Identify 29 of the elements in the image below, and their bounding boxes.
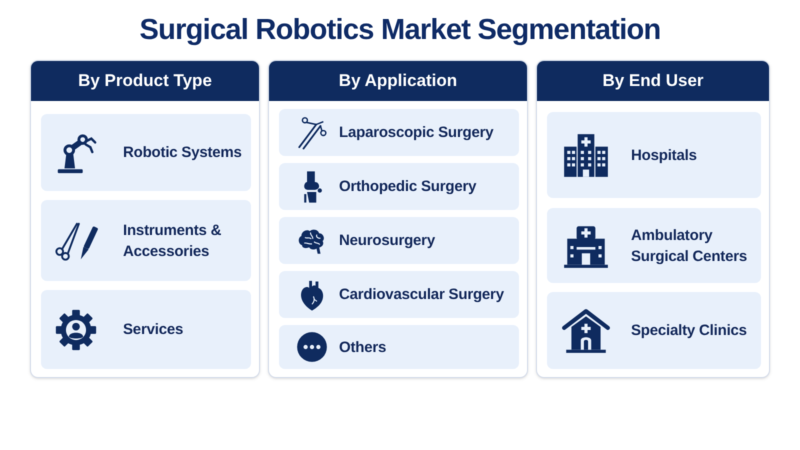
- segment-label: Cardiovascular Surgery: [339, 285, 504, 305]
- segment-label: Instruments & Accessories: [123, 220, 222, 262]
- panel-heading: By End User: [537, 61, 769, 101]
- segment-label: Orthopedic Surgery: [339, 177, 476, 197]
- diagram-title: Surgical Robotics Market Segmentation: [139, 13, 661, 48]
- segment-card: [279, 109, 519, 156]
- segment-card: [279, 163, 519, 210]
- segment-panel: [268, 60, 528, 378]
- segment-label: Ambulatory Surgical Centers: [631, 226, 748, 266]
- segment-label: Specialty Clinics: [631, 321, 747, 341]
- panel-heading: By Product Type: [31, 61, 259, 101]
- segment-card: [279, 217, 519, 264]
- segment-panel: [536, 60, 770, 378]
- panel-heading: By Application: [269, 61, 527, 101]
- segment-label: Others: [339, 338, 386, 358]
- segment-label: Laparoscopic Surgery: [339, 123, 494, 143]
- segment-label: Hospitals: [631, 146, 697, 166]
- segment-panel: [30, 60, 260, 378]
- segment-label: Neurosurgery: [339, 231, 435, 251]
- segment-label: Robotic Systems: [123, 143, 242, 163]
- segment-card: [547, 292, 761, 369]
- segment-card: [279, 271, 519, 318]
- segment-card: [547, 208, 761, 283]
- segment-card: [41, 200, 251, 281]
- segment-label: Services: [123, 320, 184, 340]
- segment-card: [41, 290, 251, 369]
- segment-card: [41, 114, 251, 191]
- segment-card: [547, 112, 761, 198]
- segment-card: [279, 325, 519, 369]
